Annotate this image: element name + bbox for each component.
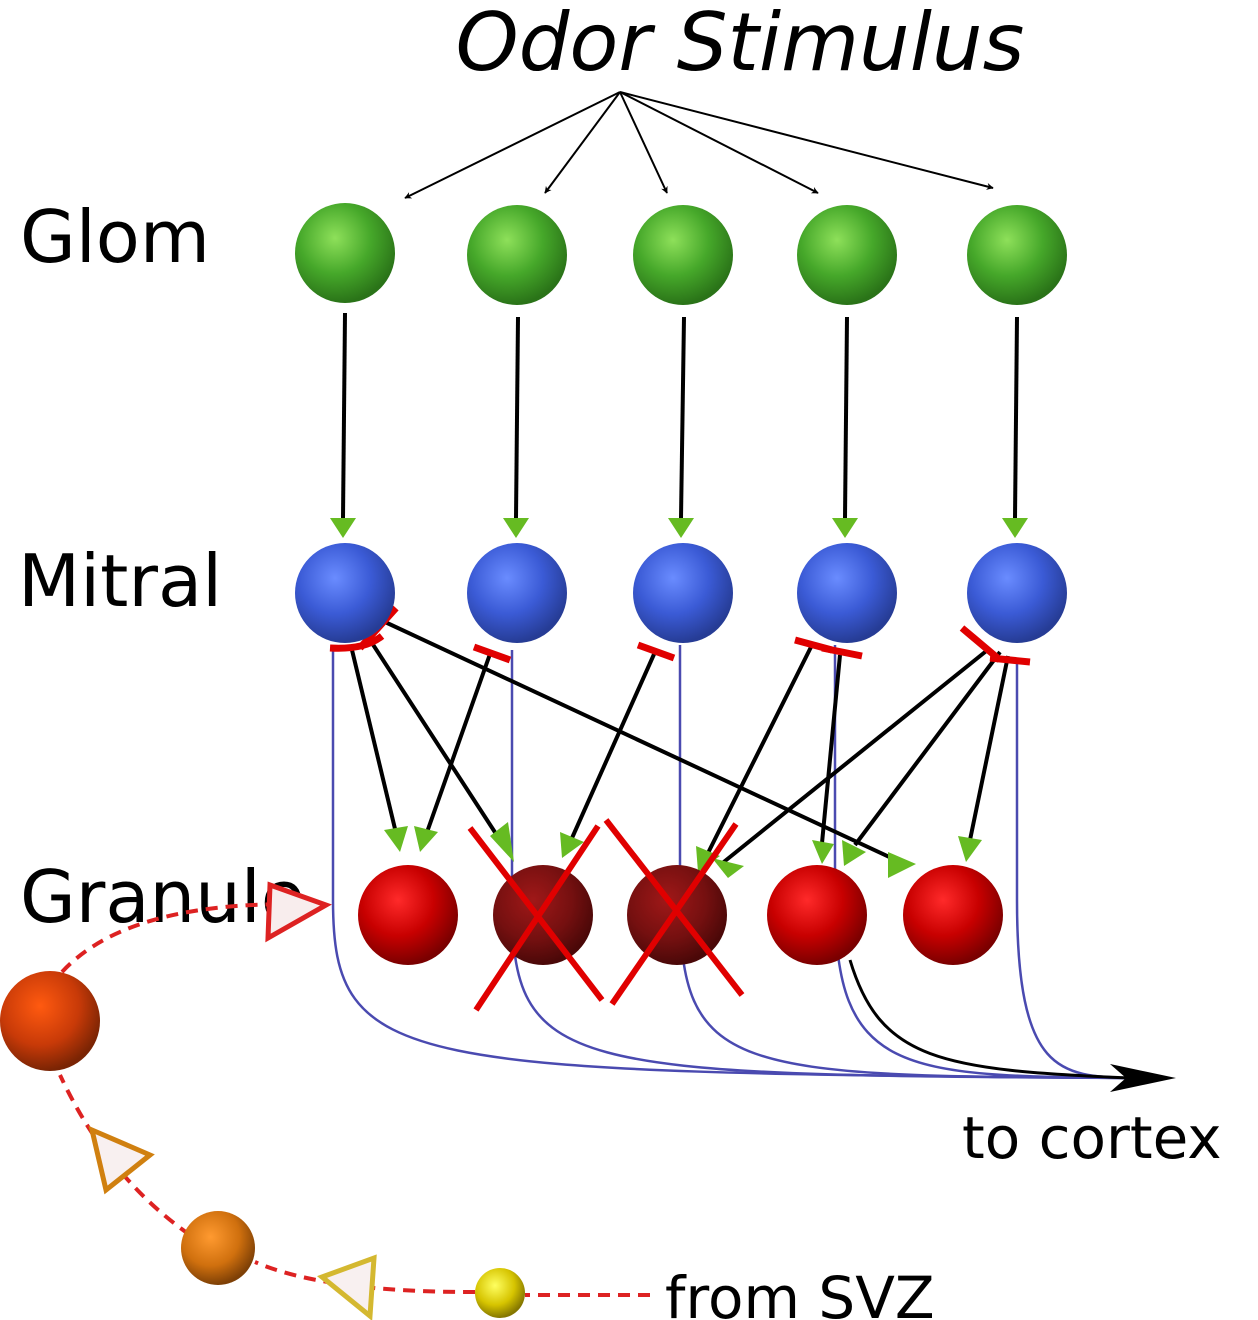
stimulus-arrow: [619, 91, 819, 194]
glom-mitral-line: [341, 312, 347, 519]
glomerulus: [467, 205, 567, 305]
mitral-axon: [510, 650, 1131, 1080]
excitatory-arrowhead: [832, 518, 858, 538]
excitatory-arrowhead: [384, 826, 408, 852]
stimulus-arrow: [544, 91, 621, 194]
migrating-neuroblast: [181, 1211, 255, 1285]
glomerulus: [633, 205, 733, 305]
mitral-cell: [967, 543, 1067, 643]
inhibitory-bar: [821, 644, 863, 660]
svz-neuroblast: [475, 1268, 525, 1318]
stimulus-arrow: [619, 91, 994, 190]
layer-label-glom: Glom: [20, 195, 210, 279]
glomerulus: [295, 203, 395, 303]
mitral-cell: [797, 543, 897, 643]
granule-mitral-line: [570, 651, 657, 839]
migration-arrowhead: [88, 1125, 155, 1195]
mitral-cell: [295, 543, 395, 643]
excitatory-arrowhead: [1002, 518, 1028, 538]
mitral-axon: [331, 645, 1131, 1080]
to-cortex-arrowhead: [1110, 1064, 1176, 1092]
excitatory-arrowheads-granule: [384, 822, 982, 878]
apoptosis-crosses: [467, 818, 745, 1012]
granule-mitral-line: [718, 646, 992, 867]
granule-connections: [350, 620, 1010, 867]
excitatory-arrowhead: [842, 840, 866, 866]
excitatory-arrowhead: [560, 832, 584, 858]
mitral-cell: [467, 543, 567, 643]
apoptosis-cross-line: [467, 826, 605, 1002]
granule-mitral-line: [853, 650, 1002, 847]
excitatory-arrowhead: [958, 836, 982, 862]
glom-mitral-connections: [341, 312, 1019, 519]
layer-label-granule: Granule: [20, 855, 305, 939]
excitatory-arrowhead: [668, 518, 694, 538]
mitral-axon: [1015, 660, 1131, 1080]
migration-path-segment: [58, 1074, 192, 1237]
cortex-output-line: [848, 959, 1131, 1080]
granule-cell: [767, 865, 867, 965]
excitatory-arrowhead: [503, 518, 529, 538]
granule-mitral-line: [706, 644, 814, 854]
to-cortex-label: to cortex: [962, 1104, 1222, 1172]
stimulus-arrows: [404, 91, 994, 199]
inhibitory-bar: [472, 643, 512, 664]
excitatory-arrowhead: [712, 858, 744, 878]
stimulus-arrow: [619, 91, 668, 194]
apoptosis-cross-line: [609, 822, 739, 1006]
glomerulus: [967, 205, 1067, 305]
layer-label-mitral: Mitral: [18, 539, 222, 623]
excitatory-arrowhead: [812, 840, 834, 864]
granule-mitral-line: [820, 654, 842, 844]
apoptosis-cross-line: [603, 818, 745, 997]
immature-granule-cell: [0, 971, 100, 1071]
glom-mitral-line: [514, 316, 520, 519]
apoptosis-cross-line: [473, 824, 601, 1012]
inhibitory-bar: [636, 641, 676, 662]
migration-path: [58, 902, 650, 1297]
excitatory-arrowhead: [414, 826, 438, 852]
mitral-granule-line: [384, 620, 901, 864]
migration-arrowhead: [265, 881, 332, 943]
glom-mitral-line: [843, 316, 849, 519]
mitral-granule-line: [368, 638, 502, 842]
granule-cells: [358, 865, 1003, 965]
glom-cells: [295, 203, 1067, 305]
excitatory-arrowheads-mitral: [330, 518, 1028, 538]
diagram-title: Odor Stimulus: [456, 0, 1025, 89]
mitral-granule-line: [350, 649, 398, 834]
stimulus-arrow: [404, 91, 621, 199]
inhibitory-bar: [989, 654, 1031, 666]
glom-mitral-line: [1013, 316, 1019, 519]
mitral-axon: [833, 645, 1131, 1080]
mitral-cell: [633, 543, 733, 643]
inhibitory-bar: [959, 625, 1003, 663]
excitatory-arrowhead: [490, 822, 514, 862]
mitral-axons: [331, 645, 1131, 1080]
glomerulus: [797, 205, 897, 305]
granule-mitral-line: [424, 653, 492, 836]
excitatory-arrowhead: [888, 852, 916, 878]
migration-arrowhead: [317, 1254, 377, 1320]
granule-cell: [903, 865, 1003, 965]
excitatory-arrowhead: [696, 846, 720, 872]
from-svz-label: from SVZ: [665, 1264, 935, 1320]
excitatory-arrowhead: [330, 518, 356, 538]
granule-cell: [358, 865, 458, 965]
glom-mitral-line: [679, 316, 686, 519]
granule-mitral-line: [968, 655, 1010, 841]
mitral-cells: [295, 543, 1067, 643]
